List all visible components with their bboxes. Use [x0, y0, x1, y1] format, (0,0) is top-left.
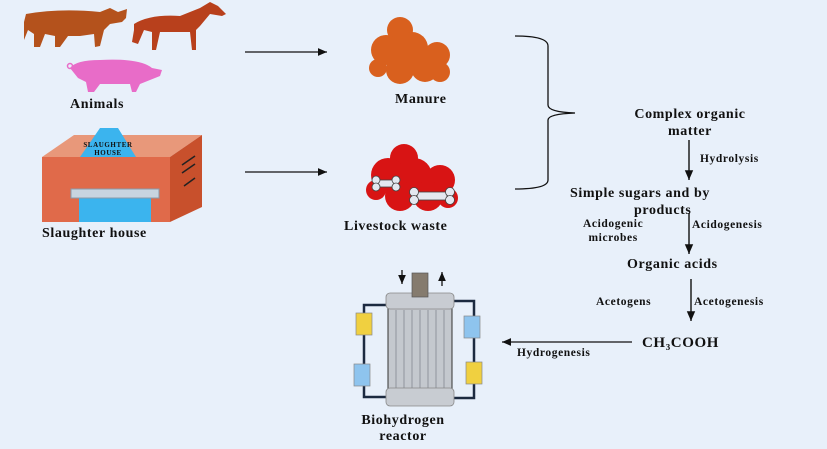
pig-icon: [66, 59, 162, 92]
livestock-waste-label: Livestock waste: [344, 219, 448, 234]
simple-sugars: Simple sugars and by products: [570, 185, 710, 219]
reactor-label-line1: Biohydrogen: [361, 413, 445, 428]
manure-icon: [369, 17, 450, 84]
bone-icon: [371, 175, 401, 192]
sugars-line1: Simple sugars and by: [570, 186, 710, 201]
acidogenic-line2: microbes: [588, 232, 638, 244]
manure-label: Manure: [395, 92, 447, 107]
acidogenic-microbes: Acidogenic microbes: [583, 217, 643, 245]
acidogenesis-label: Acidogenesis: [692, 219, 763, 231]
slaughter-sign-line2: HOUSE: [94, 149, 122, 157]
acidogenic-line1: Acidogenic: [583, 218, 644, 230]
livestock-waste-icon: [366, 144, 458, 211]
reactor-label: Biohydrogen reactor: [350, 413, 456, 445]
acetogenesis-label: Acetogenesis: [694, 296, 764, 308]
slaughter-house-label: Slaughter house: [42, 226, 147, 241]
hydrolysis-label: Hydrolysis: [700, 153, 759, 165]
slaughter-sign: SLAUGHTER HOUSE: [80, 141, 136, 157]
complex-line1: Complex organic: [634, 107, 746, 122]
complex-line2: matter: [667, 124, 712, 139]
acetic-acid: CH₃COOH: [642, 335, 720, 351]
complex-organic-matter: Complex organic matter: [610, 106, 770, 140]
slaughter-sign-line1: SLAUGHTER: [83, 141, 133, 149]
reactor-icon: [353, 270, 483, 407]
animals-label: Animals: [70, 97, 124, 112]
sugars-line2: products: [634, 203, 692, 218]
hydrogenesis-label: Hydrogenesis: [517, 347, 591, 359]
organic-acids: Organic acids: [627, 257, 718, 272]
reactor-label-line2: reactor: [379, 429, 427, 444]
acetogens-label: Acetogens: [596, 296, 652, 308]
horse-icon: [132, 2, 226, 50]
slaughter-house-icon: [42, 128, 202, 222]
cow-icon: [24, 8, 127, 47]
bone-icon: [409, 187, 455, 205]
brace: [514, 35, 576, 190]
